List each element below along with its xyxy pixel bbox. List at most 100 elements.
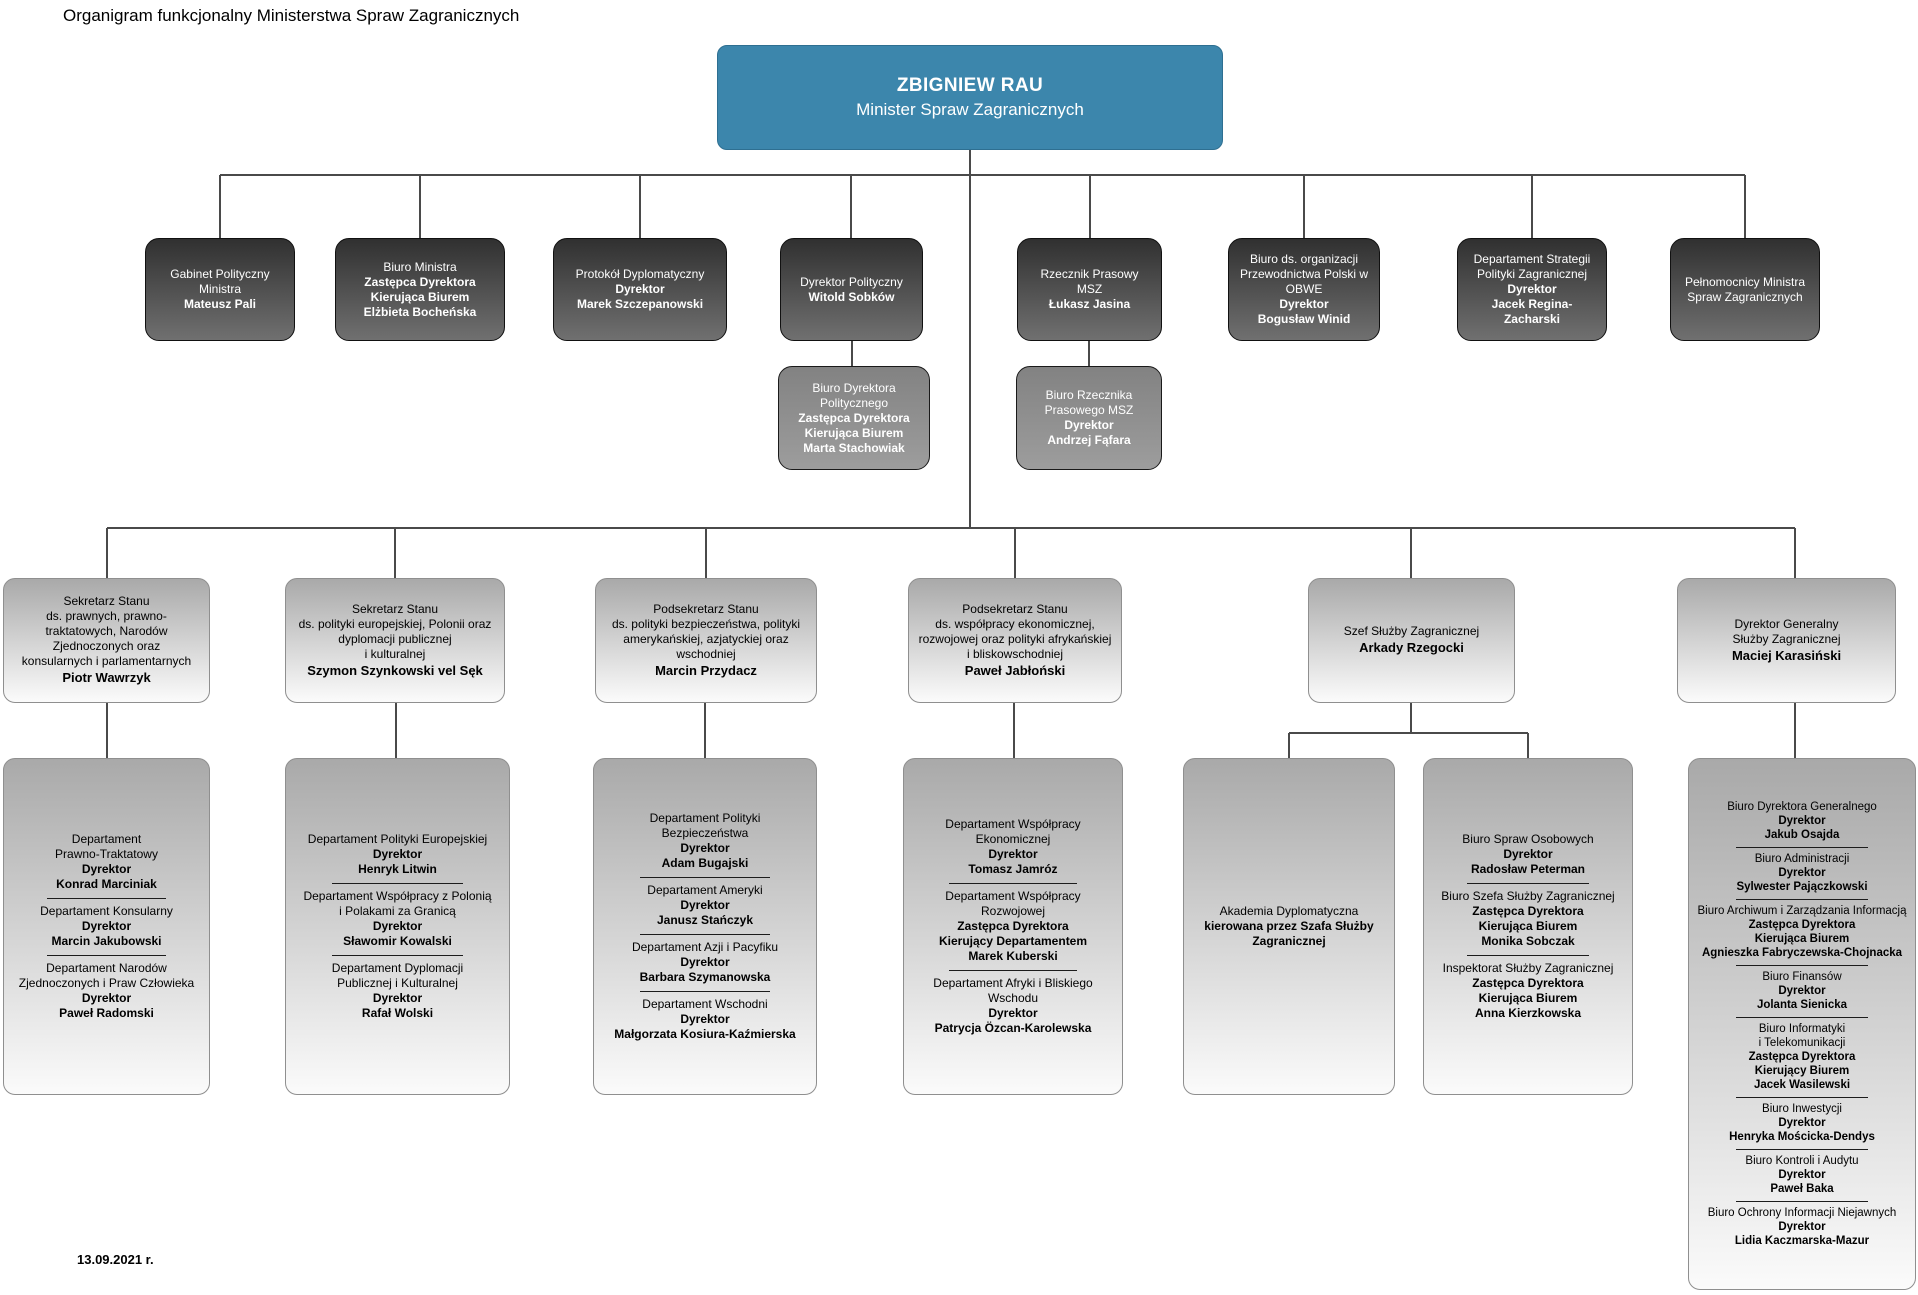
org-unit-head: Dyrektor Barbara Szymanowska <box>639 955 771 984</box>
org-unit-head: Dyrektor Jacek Regina- Zacharski <box>1491 282 1573 326</box>
org-unit-head: Dyrektor Konrad Marciniak <box>56 862 157 891</box>
section-divider <box>1467 955 1589 956</box>
section-divider <box>1736 846 1868 848</box>
org-unit-head: Dyrektor Adam Bugajski <box>661 841 749 870</box>
box-podsekretarz-stanu-przydacz: Podsekretarz Stanu ds. polityki bezpiecz… <box>595 578 817 703</box>
org-unit-name: Departament Narodów Zjednoczonych i Praw… <box>18 961 195 990</box>
org-unit-name: Departament Polityki Bezpieczeństwa <box>649 811 761 840</box>
section-divider <box>640 934 770 935</box>
org-unit-name: Biuro Archiwum i Zarządzania Informacją <box>1697 904 1907 917</box>
org-unit-name: Biuro Informatyki i Telekomunikacji <box>1758 1022 1846 1049</box>
org-unit-head: Dyrektor Henryka Mościcka-Dendys <box>1729 1117 1875 1144</box>
org-unit-head: Zastępca Dyrektora Kierująca Biurem Mart… <box>798 410 910 455</box>
org-unit-head: Witold Sobków <box>808 289 895 304</box>
org-unit-head: Dyrektor Jolanta Sienicka <box>1756 984 1848 1011</box>
org-unit-name: Pełnomocnicy Ministra Spraw Zagranicznyc… <box>1684 274 1806 304</box>
org-unit: Departament Narodów Zjednoczonych i Praw… <box>19 961 194 1021</box>
org-unit-name: Sekretarz Stanu ds. polityki europejskie… <box>298 601 492 661</box>
org-unit-name: Inspektorat Służby Zagranicznej <box>1442 961 1614 975</box>
org-unit: Departament Dyplomacji Publicznej i Kult… <box>332 961 463 1021</box>
org-unit-name: Biuro Administracji <box>1754 852 1850 865</box>
org-unit: Departament Współpracy z Polonią i Polak… <box>303 889 491 949</box>
org-unit-head: Zastępca Dyrektora Kierująca Biurem Anna… <box>1472 976 1584 1020</box>
org-unit-head: Dyrektor Rafał Wolski <box>361 991 434 1020</box>
org-unit-name: Departament Afryki i Bliskiego Wschodu <box>933 976 1093 1005</box>
org-unit-name: Biuro ds. organizacji Przewodnictwa Pols… <box>1239 252 1369 296</box>
org-unit-head: Dyrektor Małgorzata Kosiura-Kaźmierska <box>614 1012 796 1041</box>
section-divider <box>1736 1201 1868 1203</box>
section-divider <box>949 883 1077 884</box>
org-unit-head: Dyrektor Henryk Litwin <box>358 847 437 876</box>
org-unit-name: Szef Służby Zagranicznej <box>1343 624 1480 639</box>
org-unit-name: Biuro Dyrektora Generalnego <box>1727 800 1877 813</box>
org-unit-head: Mateusz Pali <box>183 297 257 311</box>
org-unit-name: Protokół Dyplomatyczny <box>575 267 705 281</box>
org-unit-head: Dyrektor Bogusław Winid <box>1257 297 1351 326</box>
org-unit-head: Dyrektor Jakub Osajda <box>1764 814 1840 841</box>
section-divider <box>332 955 463 956</box>
org-unit-head: Dyrektor Paweł Radomski <box>59 991 154 1020</box>
box-sekretarz-stanu-szynkowski: Sekretarz Stanu ds. polityki europejskie… <box>285 578 505 703</box>
org-unit-head: Dyrektor Marek Szczepanowski <box>576 282 704 311</box>
org-unit-name: Sekretarz Stanu ds. prawnych, prawno- tr… <box>21 594 192 669</box>
section-divider <box>1736 1097 1868 1099</box>
org-unit-head: Zastępca Dyrektora Kierująca Biurem Moni… <box>1472 904 1584 948</box>
org-unit-head: Dyrektor Sylwester Pajączkowski <box>1736 866 1868 893</box>
org-unit-head: Dyrektor Sławomir Kowalski <box>343 919 452 948</box>
org-unit-head: Arkady Rzegocki <box>1359 640 1464 656</box>
org-unit-head: Dyrektor Lidia Kaczmarska-Mazur <box>1734 1221 1870 1248</box>
org-unit-name: Departament Dyplomacji Publicznej i Kult… <box>331 961 464 990</box>
org-unit-head: Szymon Szynkowski vel Sęk <box>307 662 483 678</box>
minister-name: ZBIGNIEW RAU <box>896 75 1044 96</box>
section-divider <box>1736 1149 1868 1151</box>
org-unit-name: Akademia Dyplomatyczna <box>1219 904 1359 918</box>
org-unit-head: Piotr Wawrzyk <box>62 670 151 686</box>
org-unit-name: Biuro Dyrektora Politycznego <box>812 380 896 410</box>
section-divider <box>332 883 463 884</box>
org-unit-head: Maciej Karasiński <box>1731 647 1842 663</box>
org-unit-name: Departament Strategii Polityki Zagranicz… <box>1473 252 1591 281</box>
date-label: 13.09.2021 r. <box>77 1252 154 1267</box>
section-divider <box>1736 1016 1868 1018</box>
org-unit-head: Paweł Jabłoński <box>964 662 1066 678</box>
section-divider <box>1736 964 1868 966</box>
org-unit-head: Zastępca Dyrektora Kierująca Biurem Agni… <box>1701 918 1903 959</box>
org-unit-name: Departament Współpracy Rozwojowej <box>945 889 1081 918</box>
section-divider <box>640 877 770 878</box>
box-departament-strategii-polityki-zagranicznej: Departament Strategii Polityki Zagranicz… <box>1457 238 1607 341</box>
org-unit-name: Dyrektor Generalny Służby Zagranicznej <box>1732 616 1841 646</box>
org-unit-name: Departament Ameryki <box>647 883 763 897</box>
org-unit-head: Zastępca Dyrektora Kierująca Biurem Elżb… <box>363 274 477 319</box>
org-unit-name: Biuro Ministra <box>383 259 457 274</box>
org-unit-name: Podsekretarz Stanu ds. współpracy ekonom… <box>918 601 1112 661</box>
org-unit-head: Dyrektor Andrzej Fąfara <box>1047 418 1131 447</box>
org-unit-name: Departament Azji i Pacyfiku <box>631 940 779 954</box>
org-unit-name: Biuro Szefa Służby Zagranicznej <box>1441 889 1615 903</box>
org-unit-head: Zastępca Dyrektora Kierujący Biurem Jace… <box>1748 1051 1856 1092</box>
org-unit-head: Zastępca Dyrektora Kierujący Departament… <box>938 919 1088 963</box>
